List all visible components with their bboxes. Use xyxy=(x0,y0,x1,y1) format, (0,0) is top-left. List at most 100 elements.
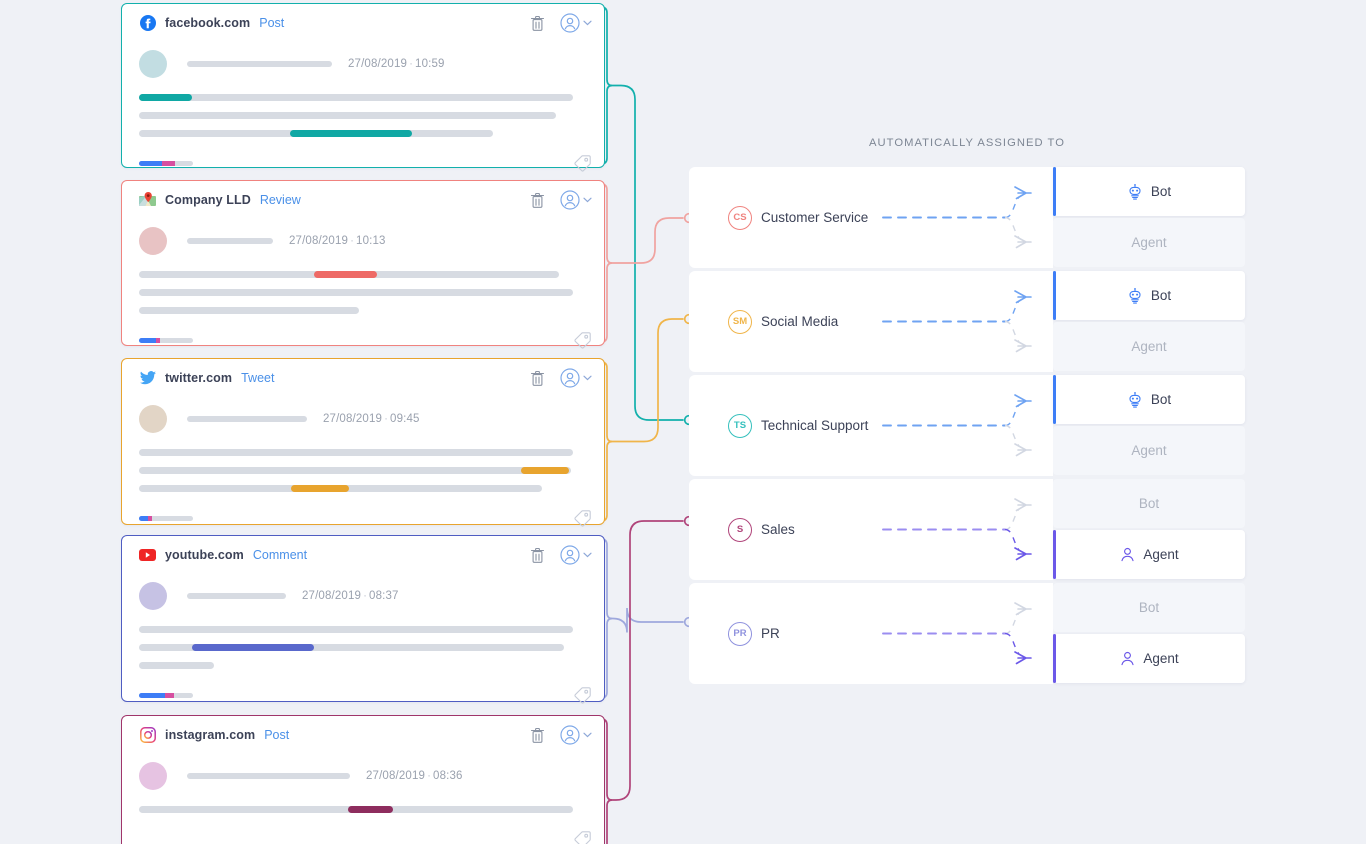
meter-segment-a xyxy=(139,337,156,343)
trash-icon[interactable] xyxy=(527,725,547,745)
sentiment-meter xyxy=(139,515,193,521)
department-badge: TS xyxy=(728,413,752,438)
meter-segment-b xyxy=(148,515,152,521)
timestamp-separator: · xyxy=(363,590,368,602)
author-row: 27/08/2019·09:45 xyxy=(139,397,587,441)
user-circle-icon[interactable] xyxy=(560,725,580,745)
content-type-label[interactable]: Post xyxy=(264,728,290,742)
card-header: instagram.com Post xyxy=(122,716,604,754)
timestamp: 27/08/2019·08:37 xyxy=(302,590,399,602)
user-circle-icon[interactable] xyxy=(560,368,580,388)
chevron-down-icon[interactable] xyxy=(583,730,592,740)
user-circle-icon[interactable] xyxy=(560,545,580,565)
tag-icon[interactable] xyxy=(574,830,592,844)
date-text: 27/08/2019 xyxy=(289,235,349,247)
trash-icon[interactable] xyxy=(527,13,547,33)
trash-icon[interactable] xyxy=(527,368,547,388)
assign-agent-option[interactable]: Agent xyxy=(1053,530,1245,579)
instagram-icon xyxy=(139,727,156,744)
author-name-placeholder xyxy=(187,61,332,67)
trash-icon[interactable] xyxy=(527,545,547,565)
bot-label: Bot xyxy=(1150,392,1172,407)
tag-icon[interactable] xyxy=(574,154,592,172)
department-badge: PR xyxy=(728,621,752,646)
author-row: 27/08/2019·08:37 xyxy=(139,574,587,618)
timestamp: 27/08/2019·10:13 xyxy=(289,235,386,247)
assign-bot-option[interactable]: Bot xyxy=(1053,375,1245,424)
user-circle-icon[interactable] xyxy=(560,190,580,210)
card-body: 27/08/2019·08:37 xyxy=(122,574,604,669)
tag-icon[interactable] xyxy=(574,686,592,704)
department-badge: S xyxy=(728,517,752,542)
content-highlight xyxy=(192,644,314,651)
date-text: 27/08/2019 xyxy=(302,590,362,602)
robot-icon xyxy=(1127,183,1143,200)
user-circle-icon[interactable] xyxy=(560,13,580,33)
author-name-placeholder xyxy=(187,593,286,599)
content-type-label[interactable]: Tweet xyxy=(241,371,275,385)
content-line xyxy=(139,626,573,633)
assign-agent-option[interactable]: Agent xyxy=(1053,322,1245,371)
meter-segment-a xyxy=(139,515,148,521)
date-text: 27/08/2019 xyxy=(366,770,426,782)
department-name: PR xyxy=(761,626,780,641)
content-highlight xyxy=(521,467,569,474)
assign-agent-option[interactable]: Agent xyxy=(1053,426,1245,475)
chevron-down-icon[interactable] xyxy=(583,550,592,560)
chevron-down-icon[interactable] xyxy=(583,195,592,205)
content-type-label[interactable]: Post xyxy=(259,16,285,30)
department-name: Customer Service xyxy=(761,210,869,225)
department-info[interactable]: PR PR xyxy=(689,583,1053,684)
connector-path xyxy=(611,318,684,443)
twitter-icon xyxy=(139,370,156,387)
time-text: 10:13 xyxy=(356,235,386,247)
routing-fork xyxy=(882,186,1032,249)
chevron-down-icon[interactable] xyxy=(583,18,592,28)
assign-bot-option[interactable]: Bot xyxy=(1053,271,1245,320)
assigned-to-header: AUTOMATICALLY ASSIGNED TO xyxy=(869,137,1065,149)
content-type-label[interactable]: Comment xyxy=(252,548,308,562)
assign-bot-option[interactable]: Bot xyxy=(1053,167,1245,216)
meter-segment-a xyxy=(139,160,162,166)
tag-icon[interactable] xyxy=(574,331,592,349)
timestamp: 27/08/2019·09:45 xyxy=(323,413,420,425)
department-info[interactable]: S Sales xyxy=(689,479,1053,580)
assign-agent-option[interactable]: Agent xyxy=(1053,218,1245,267)
department-name: Sales xyxy=(761,522,795,537)
tag-icon[interactable] xyxy=(574,509,592,527)
agent-label: Agent xyxy=(1131,443,1167,458)
google-maps-icon xyxy=(139,191,156,209)
assign-agent-option[interactable]: Agent xyxy=(1053,634,1245,683)
card-footer xyxy=(122,503,604,533)
assign-bot-option[interactable]: Bot xyxy=(1053,583,1245,632)
content-highlight xyxy=(314,271,377,278)
content-line xyxy=(139,130,493,137)
content-line xyxy=(139,806,573,813)
chevron-down-icon[interactable] xyxy=(583,373,592,383)
content-line xyxy=(139,271,559,278)
content-lines xyxy=(139,441,587,492)
content-lines xyxy=(139,618,587,669)
sentiment-meter xyxy=(139,692,193,698)
trash-icon[interactable] xyxy=(527,190,547,210)
avatar xyxy=(139,762,167,790)
content-highlight xyxy=(291,485,349,492)
source-domain: instagram.com xyxy=(165,728,256,742)
content-type-label[interactable]: Review xyxy=(259,193,301,207)
assign-bot-option[interactable]: Bot xyxy=(1053,479,1245,528)
